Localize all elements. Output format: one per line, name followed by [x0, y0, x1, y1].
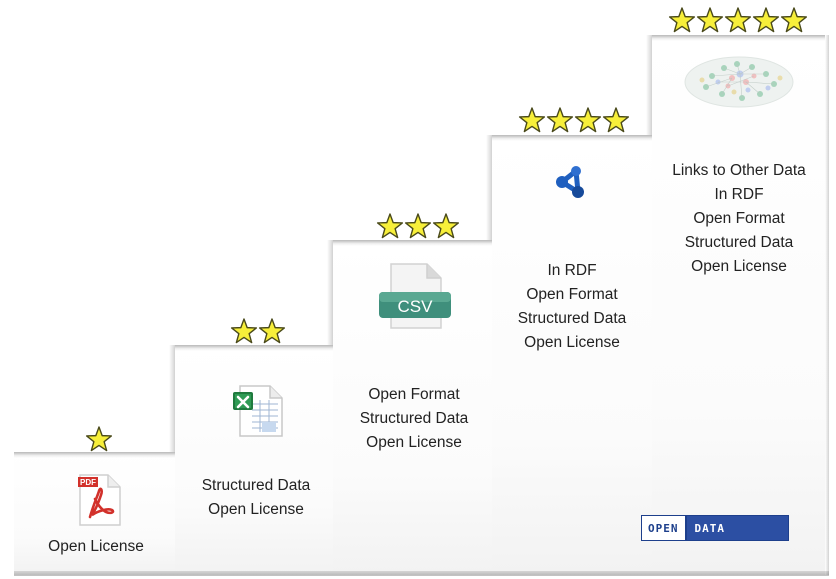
- star-icon: [230, 318, 258, 344]
- star-icon: [258, 318, 286, 344]
- step-5-label-line: Open Format: [693, 210, 785, 227]
- rdf-icon: [554, 164, 588, 205]
- step-5-label-line: Links to Other Data: [672, 162, 806, 179]
- step-2-star-rating: [230, 317, 286, 345]
- step-4-riser: [486, 135, 492, 240]
- step-5-label-line: Structured Data: [684, 234, 794, 251]
- star-icon: [696, 7, 724, 33]
- step-4-label-line: Open Format: [526, 286, 618, 303]
- step-1-label: Open License: [24, 535, 168, 559]
- star-icon: [518, 107, 546, 133]
- csv-icon: CSV: [373, 262, 455, 337]
- staircase-bottom-edge: [14, 571, 829, 576]
- open-data-logo-right: DATA: [686, 516, 788, 540]
- step-2-tread: [175, 345, 333, 351]
- step-2-label-line: Open License: [208, 501, 304, 518]
- step-5-tread: [652, 35, 825, 41]
- star-icon: [752, 7, 780, 33]
- step-2-label-line: Structured Data: [201, 477, 311, 494]
- step-1-star-rating: [85, 425, 113, 453]
- star-icon: [404, 213, 432, 239]
- star-icon: [574, 107, 602, 133]
- step-4-tread: [492, 135, 652, 141]
- step-2-riser: [169, 345, 175, 452]
- excel-icon: [232, 382, 286, 443]
- step-3-label-line: Structured Data: [359, 410, 469, 427]
- step-4-label-line: Structured Data: [517, 310, 627, 327]
- step-5-label-line: Open License: [691, 258, 787, 275]
- step-1-label-line: Open License: [48, 538, 144, 555]
- step-5-label-line: In RDF: [714, 186, 764, 203]
- star-icon: [546, 107, 574, 133]
- pdf-icon: PDF: [78, 473, 122, 532]
- star-icon: [780, 7, 808, 33]
- step-5-block: [652, 35, 825, 575]
- step-3-star-rating: [376, 212, 460, 240]
- star-icon: [724, 7, 752, 33]
- step-3-riser: [327, 240, 333, 345]
- step-5-star-rating: [668, 6, 808, 34]
- step-1-tread: [14, 452, 175, 458]
- open-data-logo: OPEN DATA: [641, 515, 789, 541]
- step-4-block: [492, 135, 652, 575]
- step-4-label-line: In RDF: [547, 262, 597, 279]
- step-3-label-line: Open License: [366, 434, 462, 451]
- csv-icon-label: CSV: [398, 297, 434, 316]
- staircase-right-edge: [825, 35, 829, 575]
- step-4-star-rating: [518, 106, 630, 134]
- pdf-icon-label: PDF: [80, 478, 96, 487]
- star-icon: [85, 426, 113, 452]
- step-4-label-line: Open License: [524, 334, 620, 351]
- star-icon: [602, 107, 630, 133]
- star-icon: [668, 7, 696, 33]
- step-5-riser: [646, 35, 652, 135]
- star-icon: [432, 213, 460, 239]
- open-data-logo-left: OPEN: [642, 516, 687, 540]
- linked-data-cloud-icon: [682, 54, 796, 115]
- step-3-tread: [333, 240, 492, 246]
- star-icon: [376, 213, 404, 239]
- step-3-label-line: Open Format: [368, 386, 460, 403]
- step-2-block: [175, 345, 333, 575]
